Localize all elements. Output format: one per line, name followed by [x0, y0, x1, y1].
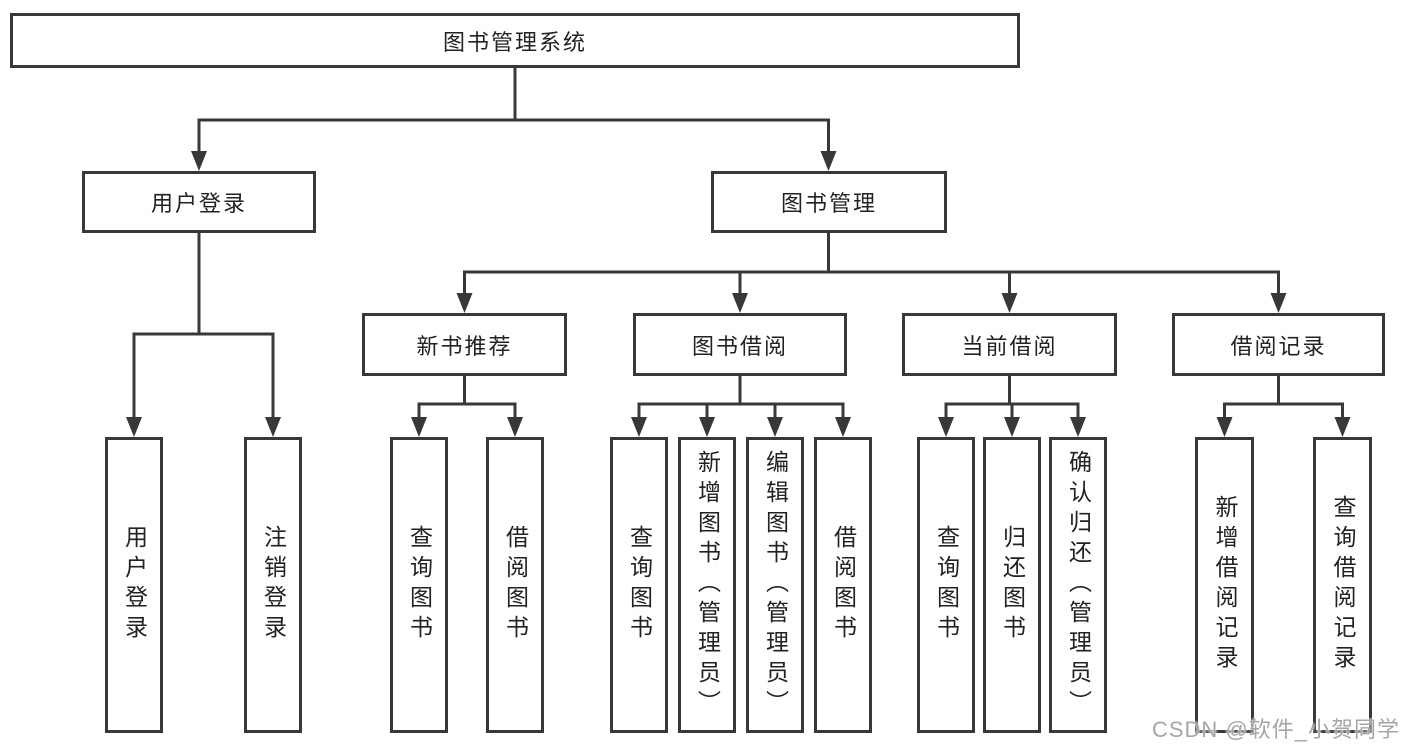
node-label: 用户登录	[150, 191, 247, 216]
node-leaf-bb-add-books-admin: 新增图书（管理员）	[678, 437, 736, 733]
node-label: 借阅图书	[830, 525, 857, 645]
node-label: 注销登录	[260, 525, 287, 645]
node-library-mgmt-system: 图书管理系统	[10, 13, 1020, 68]
node-label: 查询图书	[406, 525, 433, 645]
node-label: 查询图书	[626, 525, 653, 645]
node-label: 新增图书（管理员）	[694, 450, 721, 720]
node-label: 编辑图书（管理员）	[762, 450, 789, 720]
node-leaf-br-query-record: 查询借阅记录	[1313, 437, 1372, 733]
node-book-borrow: 图书借阅	[633, 313, 847, 376]
node-leaf-rec-query-books: 查询图书	[390, 437, 448, 733]
connector-root-to-level2	[191, 68, 837, 171]
node-label: 归还图书	[999, 525, 1026, 645]
node-label: 图书管理系统	[442, 29, 587, 55]
connector-borrow-records-to-leaves	[1216, 376, 1351, 437]
node-label: 借阅图书	[502, 525, 529, 645]
node-label: 借阅记录	[1230, 333, 1327, 359]
connector-current-borrow-to-leaves	[938, 376, 1086, 437]
node-label: 图书借阅	[691, 333, 788, 359]
connector-book-borrow-to-leaves	[631, 376, 851, 437]
connector-user-login-to-leaves	[126, 233, 281, 437]
node-leaf-cb-return-books: 归还图书	[983, 437, 1041, 733]
node-borrow-records: 借阅记录	[1172, 313, 1385, 376]
node-label: 新书推荐	[416, 333, 513, 359]
connector-new-book-rec-to-leaves	[411, 376, 523, 437]
node-label: 图书管理	[780, 191, 877, 216]
node-user-login: 用户登录	[82, 171, 316, 233]
node-leaf-bb-borrow-books: 借阅图书	[814, 437, 872, 733]
node-label: 确认归还（管理员）	[1065, 450, 1092, 720]
node-new-book-rec: 新书推荐	[362, 313, 567, 376]
node-leaf-br-add-record: 新增借阅记录	[1195, 437, 1254, 733]
node-label: 查询借阅记录	[1330, 495, 1356, 675]
node-current-borrow: 当前借阅	[902, 313, 1117, 376]
node-label: 用户登录	[121, 525, 148, 645]
connector-book-mgmt-to-level3	[456, 233, 1287, 313]
node-book-mgmt: 图书管理	[711, 171, 947, 233]
node-leaf-logout: 注销登录	[244, 437, 302, 733]
node-leaf-cb-confirm-return-admin: 确认归还（管理员）	[1049, 437, 1107, 733]
node-label: 新增借阅记录	[1212, 495, 1238, 675]
node-label: 当前借阅	[961, 333, 1058, 359]
node-label: 查询图书	[933, 525, 960, 645]
node-leaf-rec-borrow-books: 借阅图书	[486, 437, 544, 733]
node-leaf-cb-query-books: 查询图书	[917, 437, 975, 733]
node-leaf-user-login: 用户登录	[105, 437, 163, 733]
node-leaf-bb-edit-books-admin: 编辑图书（管理员）	[746, 437, 804, 733]
node-leaf-bb-query-books: 查询图书	[610, 437, 668, 733]
csdn-watermark: CSDN @软件_小贺同学	[1151, 717, 1400, 742]
